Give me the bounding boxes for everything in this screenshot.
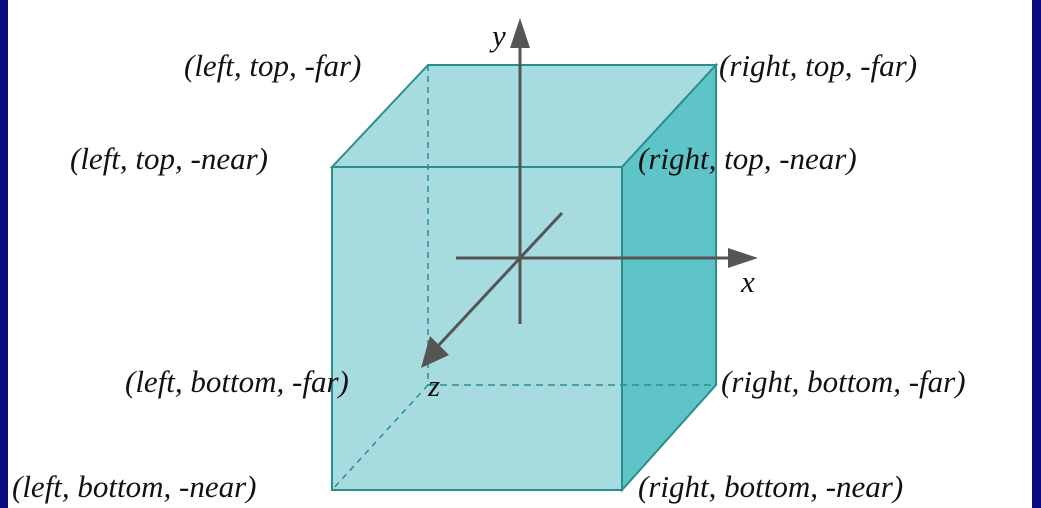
z-axis-arrowhead [421,336,449,368]
label-right-bottom-far: (right, bottom, -far) [721,364,966,399]
label-right-bottom-near: (right, bottom, -near) [638,469,904,504]
x-axis-label: x [741,264,755,299]
label-right-top-near: (right, top, -near) [638,141,857,176]
y-axis-label: y [492,18,506,53]
label-left-top-near: (left, top, -near) [70,141,269,176]
label-left-bottom-far: (left, bottom, -far) [125,364,349,399]
hidden-edge-diagonal [331,384,429,491]
y-axis-arrowhead [510,18,530,48]
z-axis-label: z [428,368,441,403]
label-left-top-far: (left, top, -far) [184,48,362,83]
side-face [621,62,717,493]
x-axis-arrowhead [728,248,758,268]
slide-title-fragment: (c) [10,0,59,21]
label-left-bottom-near: (left, bottom, -near) [12,469,257,504]
z-axis-line [436,211,564,348]
label-right-top-far: (right, top, -far) [719,48,918,83]
